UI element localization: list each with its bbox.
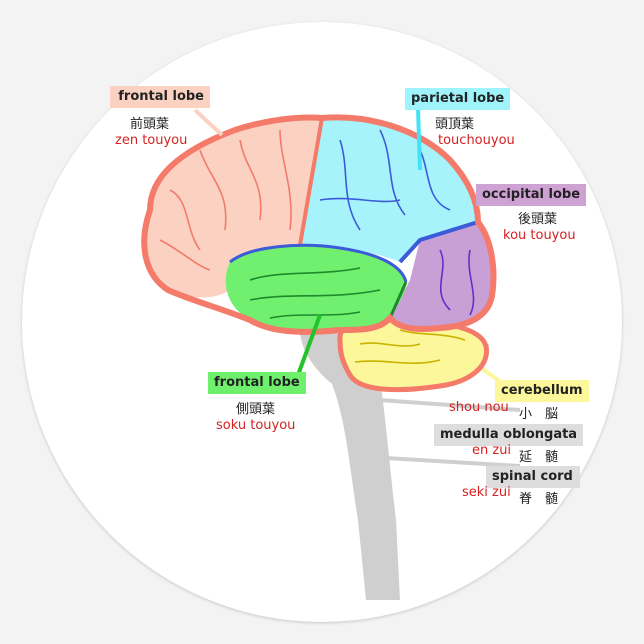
- medulla-romaji: en zui: [472, 443, 512, 458]
- temporal-lobe-shape: [225, 245, 406, 333]
- parietal-lobe-kanji: 頭頂葉: [435, 117, 475, 132]
- spinal-cord-label: spinal cord: [486, 466, 580, 488]
- medulla-label: medulla oblongata: [434, 424, 584, 446]
- central-sulcus: [298, 117, 324, 246]
- frontal-lobe-shape: [144, 117, 322, 298]
- temporal-lobe-label: frontal lobe: [208, 372, 306, 394]
- temporal-pointer: [296, 314, 322, 376]
- frontal-lobe-label: frontal lobe: [110, 86, 210, 108]
- sulci: [159, 129, 475, 365]
- medulla-kanji: 延 髄: [519, 450, 559, 465]
- occipital-lobe-kanji: 後頭葉: [518, 212, 558, 227]
- cerebellum-romaji: shou nou: [449, 400, 509, 415]
- parietal-lobe-romaji: touchouyou: [438, 133, 515, 148]
- temporal-border: [229, 243, 408, 283]
- spinal-cord-romaji: seki zui: [462, 485, 511, 500]
- parietal-lobe-label: parietal lobe: [405, 88, 511, 110]
- occipital-lobe-label: occipital lobe: [476, 184, 587, 206]
- brain-outline: [141, 114, 497, 335]
- frontal-pointer: [193, 108, 224, 137]
- spinal-cord-kanji: 脊 髄: [519, 492, 559, 507]
- cerebellum-label: cerebellum: [495, 380, 589, 402]
- temporal-lobe-kanji: 側頭葉: [236, 402, 276, 417]
- cerebellum-kanji: 小 脳: [519, 407, 559, 422]
- temporal-lobe-romaji: soku touyou: [216, 418, 296, 433]
- frontal-lobe-romaji: zen touyou: [115, 133, 188, 148]
- parieto-occipital-border: [398, 220, 479, 264]
- occipital-lobe-romaji: kou touyou: [503, 228, 576, 243]
- occipital-border: [388, 281, 408, 319]
- medulla-connector: [379, 398, 521, 412]
- frontal-lobe-kanji: 前頭葉: [130, 117, 170, 132]
- spinal-connector: [385, 456, 521, 468]
- parietal-lobe-shape: [300, 117, 478, 262]
- parietal-pointer: [416, 107, 422, 171]
